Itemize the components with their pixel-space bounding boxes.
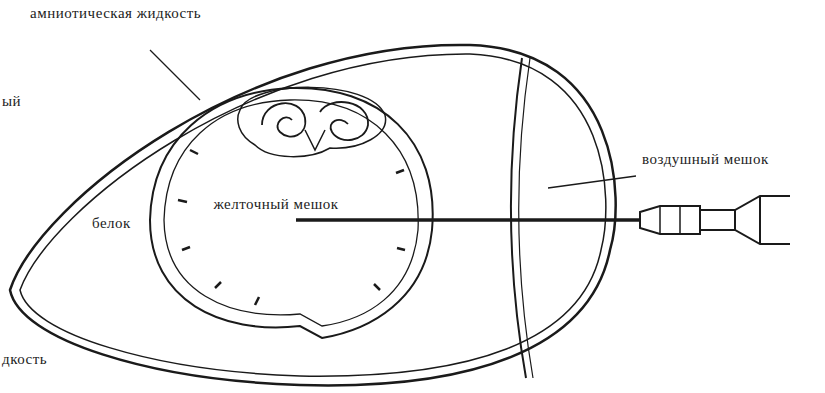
callout-label: ый xyxy=(2,92,32,111)
callout-label: дкость xyxy=(2,350,82,369)
leader-line xyxy=(548,176,636,188)
embryo xyxy=(320,102,368,140)
part-label: желточный мешок xyxy=(212,188,340,220)
vessel-marks xyxy=(178,150,405,305)
part-label: белок xyxy=(92,214,152,233)
amnion xyxy=(238,87,386,156)
air-sac-wall xyxy=(519,58,533,378)
needle xyxy=(296,218,640,222)
yolk-sac-inner xyxy=(164,100,418,326)
egg-shell xyxy=(10,45,616,386)
callout-label: амниотическая жидкость xyxy=(30,4,230,23)
leader-line xyxy=(150,50,200,100)
embryo-stalk xyxy=(305,130,325,150)
embryo xyxy=(262,103,305,136)
callout-label: воздушный мешок xyxy=(642,148,812,170)
syringe-barrel xyxy=(700,196,790,244)
syringe-hub xyxy=(660,206,680,234)
syringe-hub xyxy=(640,206,700,234)
yolk-sac xyxy=(150,88,433,338)
